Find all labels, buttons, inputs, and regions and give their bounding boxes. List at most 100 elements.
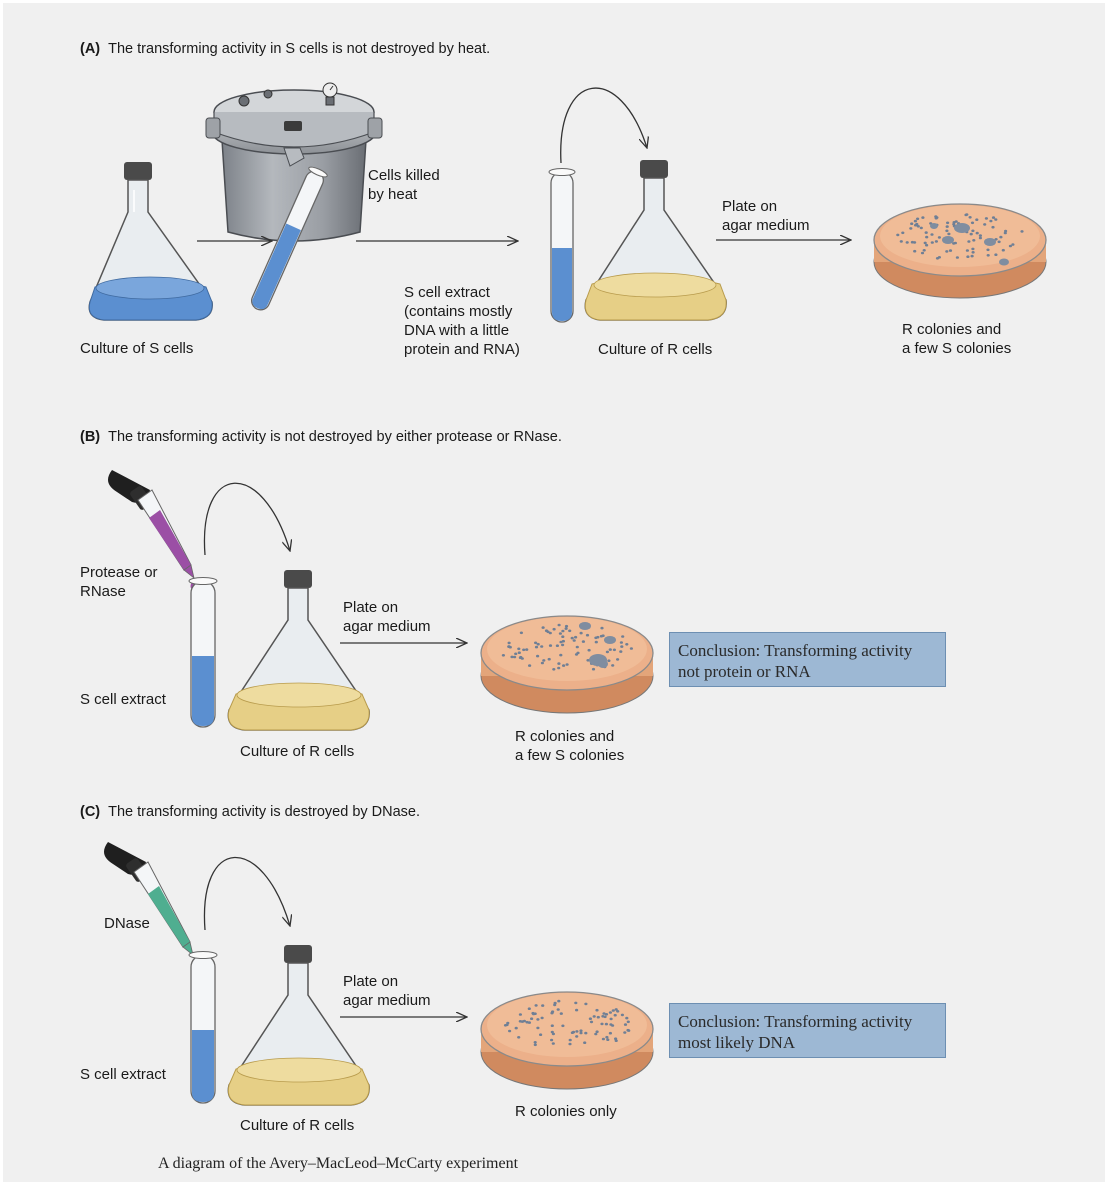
flask-r-culture-c [228,945,369,1105]
test-tube-extract-c [189,952,217,1104]
r-colony-dot [525,648,528,651]
r-colony-dot [972,251,975,254]
r-colony-dot [917,225,920,228]
r-colony-dot [582,640,585,643]
r-colony-dot [541,1017,544,1020]
r-colony-dot [583,1041,586,1044]
r-colony-dot [896,234,899,237]
r-colony-dot [552,668,555,671]
r-colony-dot [925,244,928,247]
r-colony-dot [976,232,979,235]
panel-a-heading: (A)The transforming activity in S cells … [80,40,490,58]
r-colony-dot [518,651,521,654]
s-colony-blob [999,259,1009,266]
test-tube-extract-a [549,169,575,323]
r-colony-dot [600,627,603,630]
figure-caption: A diagram of the Avery–MacLeod–McCarty e… [158,1155,518,1173]
culture-r-label-a: Culture of R cells [598,340,712,359]
colonies-label-b: R colonies and a few S colonies [515,727,624,765]
enzyme-label-c: DNase [104,914,150,933]
r-colony-dot [909,227,912,230]
r-colony-dot [595,641,598,644]
r-colony-dot [625,1017,628,1020]
r-colony-dot [966,255,969,258]
plate-label-c: Plate on agar medium [343,972,431,1010]
r-colony-dot [999,236,1002,239]
r-colony-dot [930,233,933,236]
r-colony-dot [924,242,927,245]
conclusion-box-c: Conclusion: Transforming activity most l… [669,1003,946,1058]
r-colony-dot [539,1033,542,1036]
r-colony-dot [934,215,937,218]
r-colony-dot [621,1014,624,1017]
r-colony-dot [595,1009,598,1012]
r-colony-dot [557,662,560,665]
r-colony-dot [966,249,969,252]
r-colony-dot [586,634,589,637]
r-colony-dot [561,635,564,638]
r-colony-dot [627,1029,630,1032]
r-colony-dot [914,220,917,223]
r-colony-dot [925,236,928,239]
r-colony-dot [994,253,997,256]
r-colony-dot [559,632,562,635]
culture-r-label-c: Culture of R cells [240,1116,354,1135]
r-colony-dot [575,1030,578,1033]
r-colony-dot [989,220,992,223]
r-colony-dot [623,1031,626,1034]
r-colony-dot [550,1012,553,1015]
colonies-label-a: R colonies and a few S colonies [902,320,1011,358]
r-colony-dot [923,249,926,252]
r-colony-dot [610,1018,613,1021]
r-colony-dot [979,237,982,240]
panel-c-heading: (C)The transforming activity is destroye… [80,803,420,821]
r-colony-dot [609,1032,612,1035]
r-colony-dot [558,624,561,627]
r-colony-dot [537,643,540,646]
r-colony-dot [596,636,599,639]
panel-c-letter: (C) [80,804,100,820]
enzyme-label-b: Protease or RNase [80,563,158,601]
r-colony-dot [579,1029,582,1032]
r-colony-dot [925,231,928,234]
r-colony-dot [554,1002,557,1005]
panel-b-heading: (B)The transforming activity is not dest… [80,428,562,446]
r-colony-dot [945,230,948,233]
r-colony-dot [508,642,511,645]
r-colony-dot [630,647,633,650]
r-colony-dot [594,1033,597,1036]
r-colony-dot [519,656,522,659]
r-colony-dot [621,635,624,638]
r-colony-dot [562,664,565,667]
r-colony-dot [553,628,556,631]
r-colony-dot [514,653,517,656]
r-colony-dot [541,1004,544,1007]
r-colony-dot [571,637,574,640]
r-colony-dot [613,649,616,652]
r-colony-dot [992,216,995,219]
r-colony-dot [987,254,990,257]
r-colony-dot [565,625,568,628]
r-colony-dot [549,632,552,635]
r-colony-dot [1004,232,1007,235]
r-colony-dot [602,1012,605,1015]
r-colony-dot [614,1014,617,1017]
r-colony-dot [510,656,513,659]
colonies-label-c: R colonies only [515,1102,617,1121]
r-colony-dot [624,1023,627,1026]
r-colony-dot [568,1043,571,1046]
r-colony-dot [589,1017,592,1020]
r-colony-dot [931,241,934,244]
r-colony-dot [534,1041,537,1044]
r-colony-dot [602,634,605,637]
r-colony-dot [561,630,564,633]
r-colony-dot [602,1038,605,1041]
petri-dish-a [874,204,1046,298]
r-colony-dot [609,1023,612,1026]
r-colony-dot [557,667,560,670]
r-colony-dot [576,646,579,649]
r-colony-dot [620,645,623,648]
r-colony-dot [971,230,974,233]
r-colony-dot [921,252,924,255]
s-colony-blob [579,622,591,630]
